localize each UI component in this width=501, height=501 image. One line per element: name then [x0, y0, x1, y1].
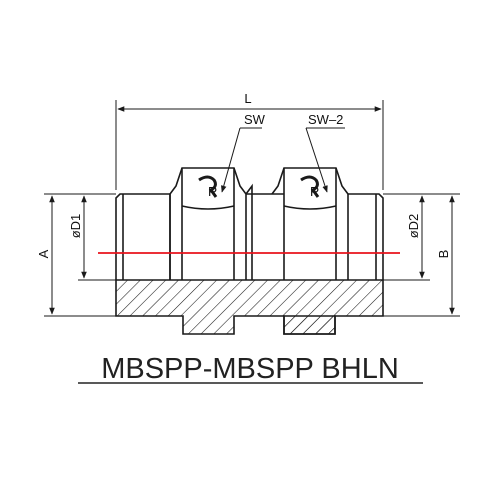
dim-d1-label: øD1	[68, 214, 83, 239]
right-extension-lines	[383, 193, 460, 317]
fitting-body-outline	[115, 167, 384, 280]
drawing-title: MBSPP-MBSPP BHLN	[101, 353, 399, 385]
nut-section-right	[283, 315, 336, 335]
logo-text-left: R	[208, 184, 217, 199]
length-extension-lines	[115, 100, 384, 190]
dim-a-label: A	[36, 249, 51, 258]
length-label: L	[244, 91, 251, 106]
sw2-leader	[305, 127, 328, 193]
section-hatch	[115, 279, 384, 335]
sw-leader	[221, 127, 241, 193]
left-extension-lines	[44, 193, 116, 317]
logo-r-icon-left: R	[198, 175, 217, 199]
dim-d2-label: øD2	[406, 214, 421, 239]
logo-r-icon-right: R	[300, 175, 319, 199]
dim-b-label: B	[436, 250, 451, 259]
sw2-label: SW–2	[308, 112, 343, 127]
sw-label: SW	[244, 112, 266, 127]
logo-text-right: R	[310, 184, 319, 199]
